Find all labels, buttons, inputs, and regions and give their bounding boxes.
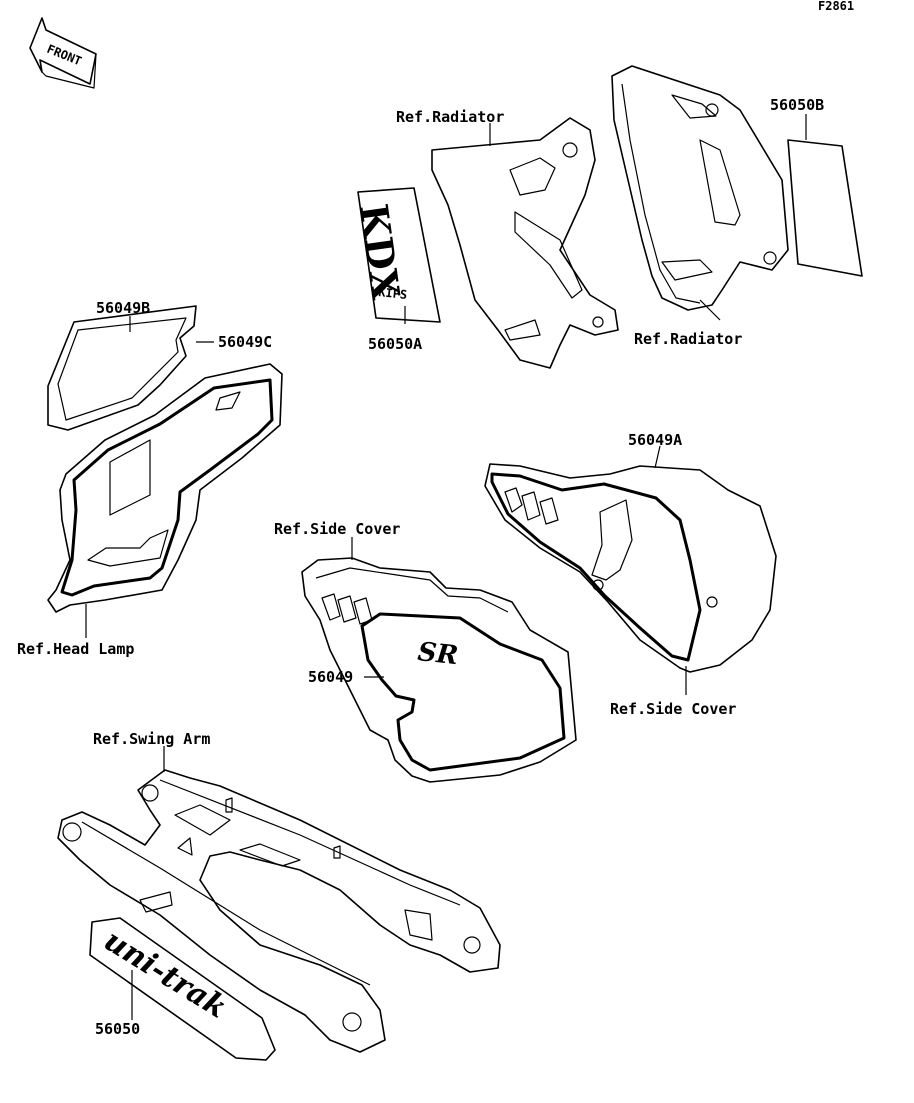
label-56049c: 56049C xyxy=(218,333,272,351)
label-56049: 56049 xyxy=(308,668,353,686)
decal-56050b xyxy=(787,139,863,277)
head-lamp-cover xyxy=(47,363,283,613)
decal-56049b xyxy=(47,305,197,431)
radiator-shroud-right xyxy=(611,65,789,311)
label-56049b: 56049B xyxy=(96,299,150,317)
front-arrow-icon: FRONT xyxy=(29,17,97,89)
label-ref-radiator-right: Ref.Radiator xyxy=(634,330,742,348)
label-56049a: 56049A xyxy=(628,431,682,449)
label-ref-swing-arm: Ref.Swing Arm xyxy=(93,730,210,748)
side-cover-left: SR xyxy=(301,557,577,783)
kips-decal-text: KIPS xyxy=(378,285,408,302)
label-56050a: 56050A xyxy=(368,335,422,353)
label-56050: 56050 xyxy=(95,1020,140,1038)
label-ref-head-lamp: Ref.Head Lamp xyxy=(17,640,134,658)
label-56050b: 56050B xyxy=(770,96,824,114)
figure-code: F2861 xyxy=(818,0,854,13)
label-ref-radiator-top: Ref.Radiator xyxy=(396,108,504,126)
side-cover-right xyxy=(484,463,777,673)
decal-56050a: KDX KIPS xyxy=(351,187,441,323)
label-ref-side-cover-right: Ref.Side Cover xyxy=(610,700,736,718)
sr-decal-text: SR xyxy=(416,637,459,671)
leader-lines xyxy=(85,114,807,1020)
label-ref-side-cover-left: Ref.Side Cover xyxy=(274,520,400,538)
swing-arm xyxy=(57,769,501,1053)
radiator-shroud-left xyxy=(431,117,619,369)
